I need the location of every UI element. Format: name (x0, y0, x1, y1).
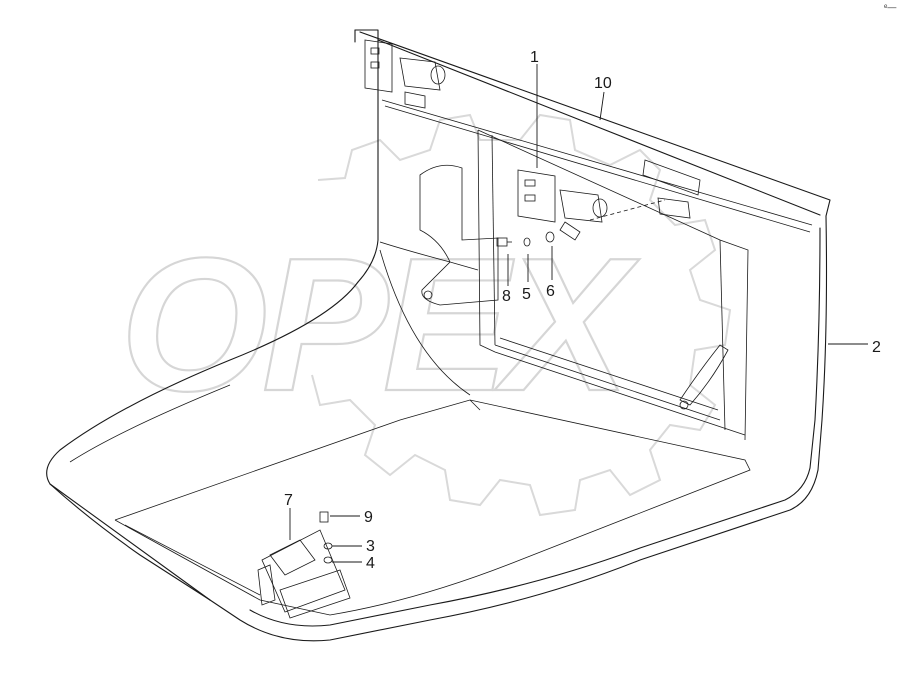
callout-10: 10 (594, 75, 612, 92)
callout-9: 9 (364, 509, 373, 526)
callout-5: 5 (522, 286, 531, 303)
watermark: OPEX (119, 113, 732, 517)
callout-labels: 1 10 2 8 5 6 7 9 3 4 (284, 49, 881, 572)
callout-3: 3 (366, 538, 375, 555)
callout-6: 6 (546, 283, 555, 300)
callout-2: 2 (872, 339, 881, 356)
cab-shell (46, 29, 831, 642)
callout-7: 7 (284, 492, 293, 509)
hinge-upper-left (364, 39, 446, 109)
callout-8: 8 (502, 288, 511, 305)
corner-mark: ᵉ— (884, 2, 896, 12)
leader-lines (289, 64, 868, 563)
hinge-center (517, 169, 691, 241)
fasteners-row (496, 231, 555, 247)
latch-assembly (257, 511, 351, 619)
seat-bracket-left (419, 164, 499, 306)
callout-1: 1 (530, 49, 539, 66)
seat-bracket-right (679, 344, 729, 410)
callout-4: 4 (366, 555, 375, 572)
watermark-text: OPEX (120, 219, 640, 431)
